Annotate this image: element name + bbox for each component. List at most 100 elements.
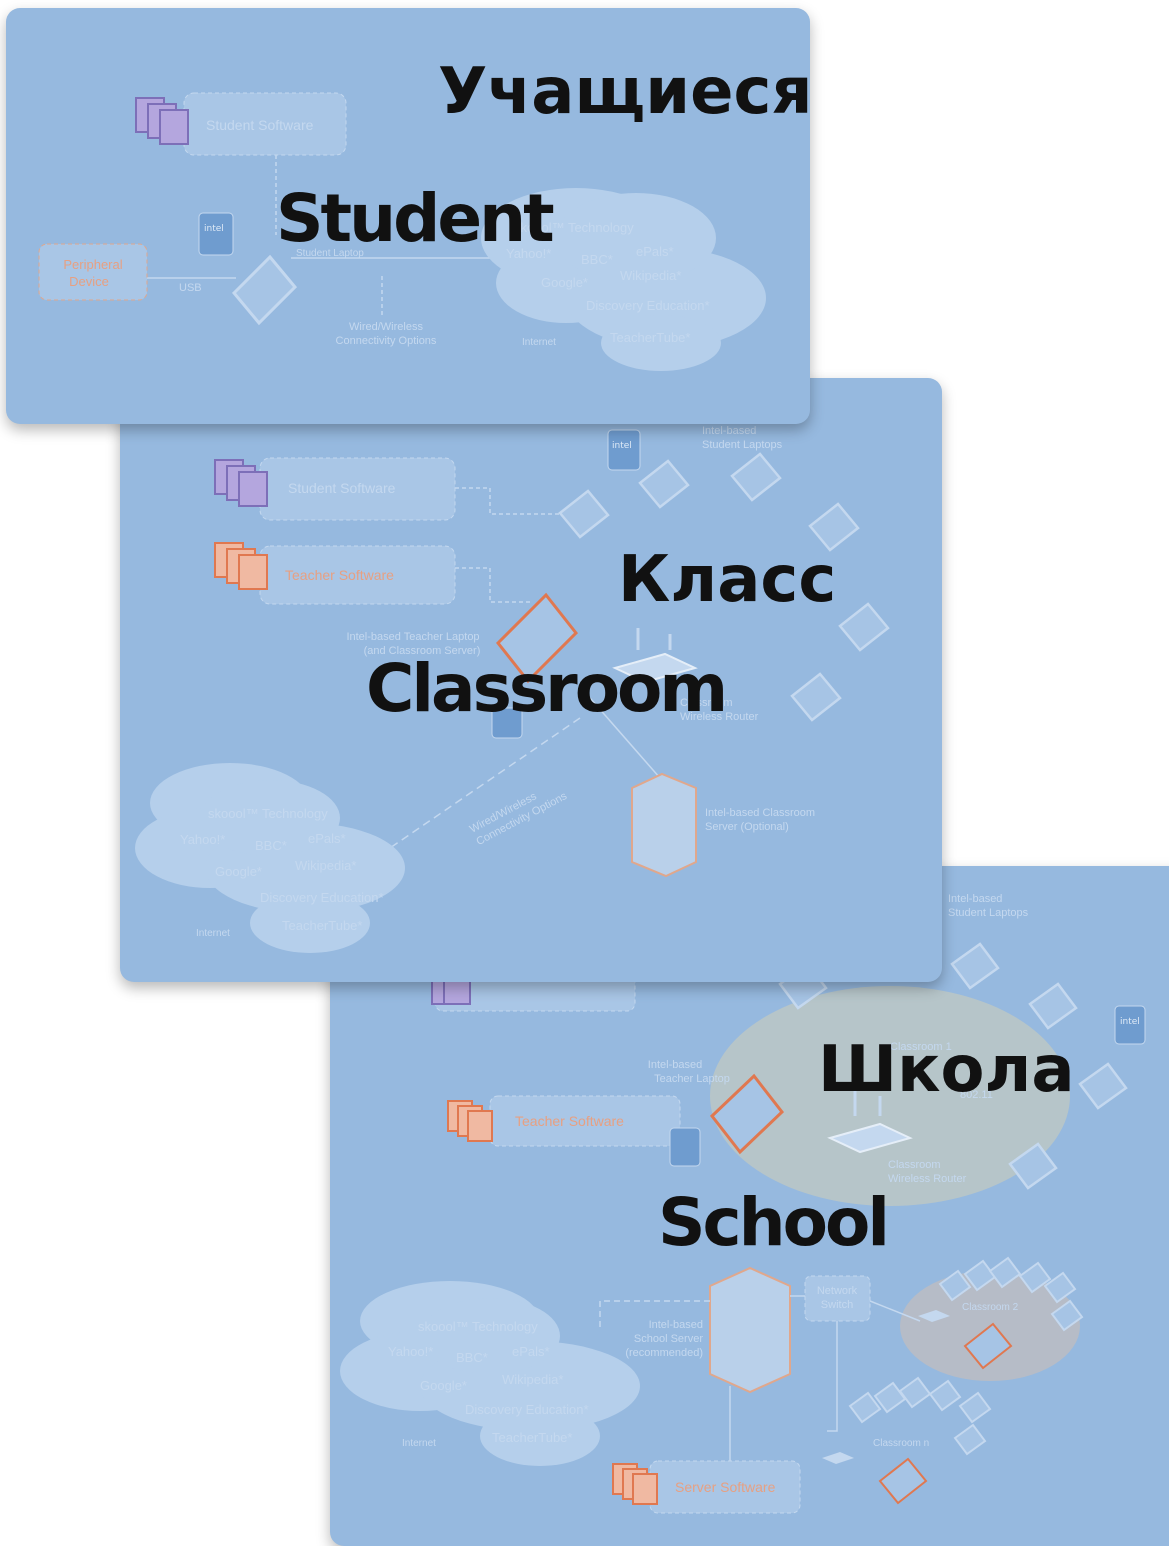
classroom-teacher-laptop-label: Intel-based Teacher Laptop (and Classroo…: [346, 631, 480, 657]
school-classroom1-label: Classroom 1: [890, 1041, 952, 1053]
school-server-software-label: Server Software: [675, 1479, 776, 1495]
student-connectivity-label-1: Wired/Wireless: [349, 321, 423, 333]
student-cloud-epals: ePals*: [636, 244, 674, 259]
school-cloud-teachertube: TeacherTube*: [492, 1430, 572, 1445]
student-cloud-yahoo: Yahoo!*: [506, 246, 551, 261]
classroom-title-ru: Класс: [618, 543, 837, 617]
classroom-server-label: Intel-based Classroom Server (Optional): [705, 807, 815, 833]
student-peripheral-box: [38, 243, 148, 301]
school-cloud-google: Google*: [420, 1378, 467, 1393]
classroom-router-label-2: Wireless Router: [680, 711, 759, 723]
school-laptops-label-2: Student Laptops: [948, 907, 1029, 919]
student-panel: Student Software intel Student Laptop Pe…: [6, 8, 810, 424]
school-teacher-laptop-label: Intel-based Teacher Laptop: [648, 1059, 730, 1085]
classroom-router-icon: [612, 628, 698, 684]
student-connectivity-label-2: Connectivity Options: [336, 335, 437, 347]
school-cloud-wikipedia: Wikipedia*: [502, 1372, 563, 1387]
school-classroom2-router: [918, 1310, 950, 1322]
school-teacher-laptop-label-2: Teacher Laptop: [654, 1073, 730, 1085]
school-server-label-3: (recommended): [625, 1347, 703, 1359]
classroom-student-laptops-label: Intel-based Student Laptops: [702, 425, 783, 451]
student-title-en: Student: [276, 180, 555, 257]
school-teacher-laptop-icon: [709, 1073, 785, 1155]
student-laptop-icon: [231, 254, 298, 326]
classroom-laptops-label-2: Student Laptops: [702, 439, 783, 451]
classroom-cloud-bbc: BBC*: [255, 838, 287, 853]
school-wifi-label: 802.11: [960, 1089, 993, 1101]
classroom-server-label-1: Intel-based Classroom: [705, 807, 815, 819]
student-peripheral-label-2: Device: [69, 274, 109, 289]
classroom-teacher-laptop-label-2: (and Classroom Server): [364, 645, 481, 657]
school-intel-text: intel: [1120, 1017, 1140, 1027]
school-title-en: School: [658, 1184, 890, 1261]
school-student-laptops-label: Intel-based Student Laptops: [948, 893, 1029, 919]
student-cloud-google: Google*: [541, 275, 588, 290]
classroom-internet-label: Internet: [196, 928, 230, 939]
classroom-student-laptops: [558, 452, 890, 722]
classroom-cloud-skoool: skoool™ Technology: [208, 806, 328, 821]
school-network-switch-box: [804, 1275, 871, 1322]
classroom-cloud-services: skoool™ Technology Yahoo!* BBC* ePals* G…: [180, 806, 384, 933]
student-internet-label: Internet: [522, 337, 556, 348]
student-intel-chip: intel: [198, 212, 234, 256]
school-router-label-2: Wireless Router: [888, 1173, 967, 1185]
school-server-label-1: Intel-based: [649, 1319, 703, 1331]
classroom-cloud-teachertube: TeacherTube*: [282, 918, 362, 933]
student-cloud-discovery: Discovery Education*: [586, 298, 710, 313]
school-internet-cloud: [340, 1281, 640, 1466]
student-cloud-teachertube: TeacherTube*: [610, 330, 690, 345]
classroom-student-software-box: [259, 457, 456, 521]
classroom-teacher-laptop-label-1: Intel-based Teacher Laptop: [346, 631, 479, 643]
classroom-router-label-1: Classroom: [680, 697, 733, 709]
classroom-intel-chip: intel: [607, 429, 641, 471]
classroom-cloud-yahoo: Yahoo!*: [180, 832, 225, 847]
classroom-student-software-label: Student Software: [288, 480, 396, 496]
student-connectivity-label: Wired/Wireless Connectivity Options: [336, 321, 437, 347]
student-peripheral-label: Peripheral Device: [63, 257, 122, 289]
school-internet-label: Internet: [402, 1438, 436, 1449]
school-cloud-bbc: BBC*: [456, 1350, 488, 1365]
classroom-cloud-google: Google*: [215, 864, 262, 879]
classroom-teacher-laptop-icon: [495, 592, 579, 684]
student-cloud-bbc: BBC*: [581, 252, 613, 267]
school-cloud-services: skoool™ Technology Yahoo!* BBC* ePals* G…: [388, 1319, 589, 1445]
classroom-cloud-discovery: Discovery Education*: [260, 890, 384, 905]
student-usb-label: USB: [179, 282, 202, 294]
school-cloud-discovery: Discovery Education*: [465, 1402, 589, 1417]
school-intel-chip: intel: [1114, 1005, 1146, 1045]
classroom-student-software-icon: [214, 459, 268, 507]
student-laptop-label: Student Laptop: [296, 248, 364, 259]
student-intel-text: intel: [204, 224, 224, 234]
classroom-server-icon: [631, 772, 697, 878]
school-router-label: Classroom Wireless Router Classroom 1 80…: [888, 1041, 993, 1185]
school-title-ru: Школа: [818, 1033, 1075, 1107]
student-software-icon: [135, 97, 189, 145]
classroom-teacher-software-box: [259, 545, 456, 605]
school-server-icon: [709, 1266, 791, 1394]
school-classroom-n-laptops: [848, 1376, 992, 1456]
school-laptops-label-1: Intel-based: [948, 893, 1002, 905]
school-cloud-yahoo: Yahoo!*: [388, 1344, 433, 1359]
school-cloud-skoool: skoool™ Technology: [418, 1319, 538, 1334]
student-cloud-wikipedia: Wikipedia*: [620, 268, 681, 283]
classroom-internet-cloud: [135, 763, 405, 953]
school-teacher-software-label: Teacher Software: [515, 1113, 624, 1129]
classroom-panel: Student Software Teacher Software intel …: [120, 378, 942, 982]
school-classroom-n-router: [822, 1452, 854, 1464]
classroom-router-label: Classroom Wireless Router: [680, 697, 759, 723]
classroom-connectivity-label: Wired/Wireless Connectivity Options: [468, 790, 570, 848]
student-connections: [146, 155, 491, 316]
classroom-laptops-label-1: Intel-based: [702, 425, 756, 437]
classroom-teacher-software-label: Teacher Software: [285, 567, 394, 583]
school-switch-label-2: Switch: [821, 1299, 853, 1311]
school-classroom2-teacher-laptop: [963, 1322, 1013, 1370]
school-classroom2-laptops: [938, 1256, 1084, 1332]
school-diagram: Intel-based Student Laptops intel Intel-…: [340, 893, 1146, 1514]
classroom-software-links: [389, 487, 581, 849]
school-cloud-epals: ePals*: [512, 1344, 550, 1359]
school-connections: [599, 1295, 921, 1506]
school-classroom-n-label: Classroom n: [873, 1438, 929, 1449]
classroom-teacher-software-icon: [214, 542, 268, 590]
student-software-label: Student Software: [206, 117, 314, 133]
school-server-label-2: School Server: [634, 1333, 703, 1345]
